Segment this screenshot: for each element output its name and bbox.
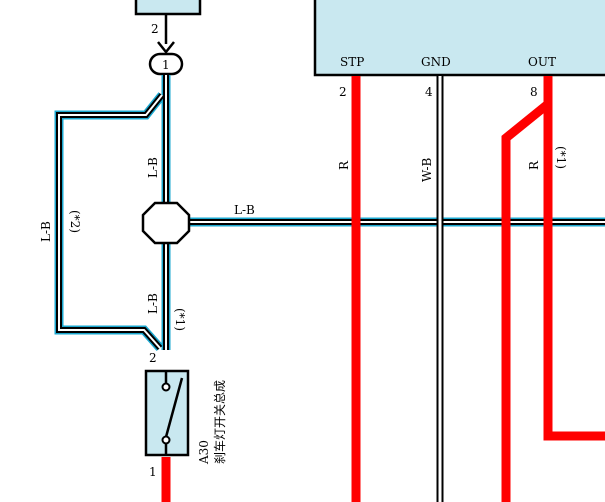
arrow-down-icon — [157, 41, 175, 55]
ecu-pin-gnd: 4 — [425, 85, 433, 99]
out-wire-label: R — [527, 160, 541, 170]
ecu-box — [313, 0, 605, 77]
switch-pin-bottom: 1 — [149, 465, 157, 479]
switch-pin-top: 2 — [149, 351, 157, 365]
lb-wire-group — [54, 75, 605, 351]
ecu-terminal-out: OUT — [528, 55, 556, 69]
stp-wire-label: R — [337, 160, 351, 170]
top-connector-pin: 2 — [151, 22, 159, 36]
out-red-wire — [543, 76, 605, 441]
ecu-pin-out: 8 — [530, 85, 538, 99]
lb-lower-label: L-B — [146, 293, 160, 314]
out-wire-note: (*1) — [554, 146, 568, 169]
ecu-terminal-stp: STP — [340, 55, 364, 69]
lb-upper-label: L-B — [146, 157, 160, 178]
junction-connector — [141, 201, 191, 245]
switch-blade — [164, 377, 184, 438]
inline-connector-pill — [148, 52, 184, 76]
switch-contact-bottom — [161, 435, 171, 445]
lb-horizontal-label: L-B — [234, 203, 255, 217]
switch-name: 刹车灯开关总成 — [212, 380, 227, 464]
ecu-terminal-gnd: GND — [421, 55, 451, 69]
inline-connector-label: 1 — [162, 58, 170, 72]
lb-left-label: L-B — [39, 221, 53, 242]
out-red-branch — [501, 100, 551, 502]
top-component-box — [134, 0, 202, 16]
switch-contact-top — [161, 382, 171, 392]
switch-code: A30 — [197, 440, 211, 465]
ecu-pin-stp: 2 — [339, 85, 347, 99]
lb-note-left: (*2) — [68, 210, 82, 233]
gnd-wire-label: W-B — [420, 157, 434, 182]
lb-note-lower: (*1) — [173, 308, 187, 331]
